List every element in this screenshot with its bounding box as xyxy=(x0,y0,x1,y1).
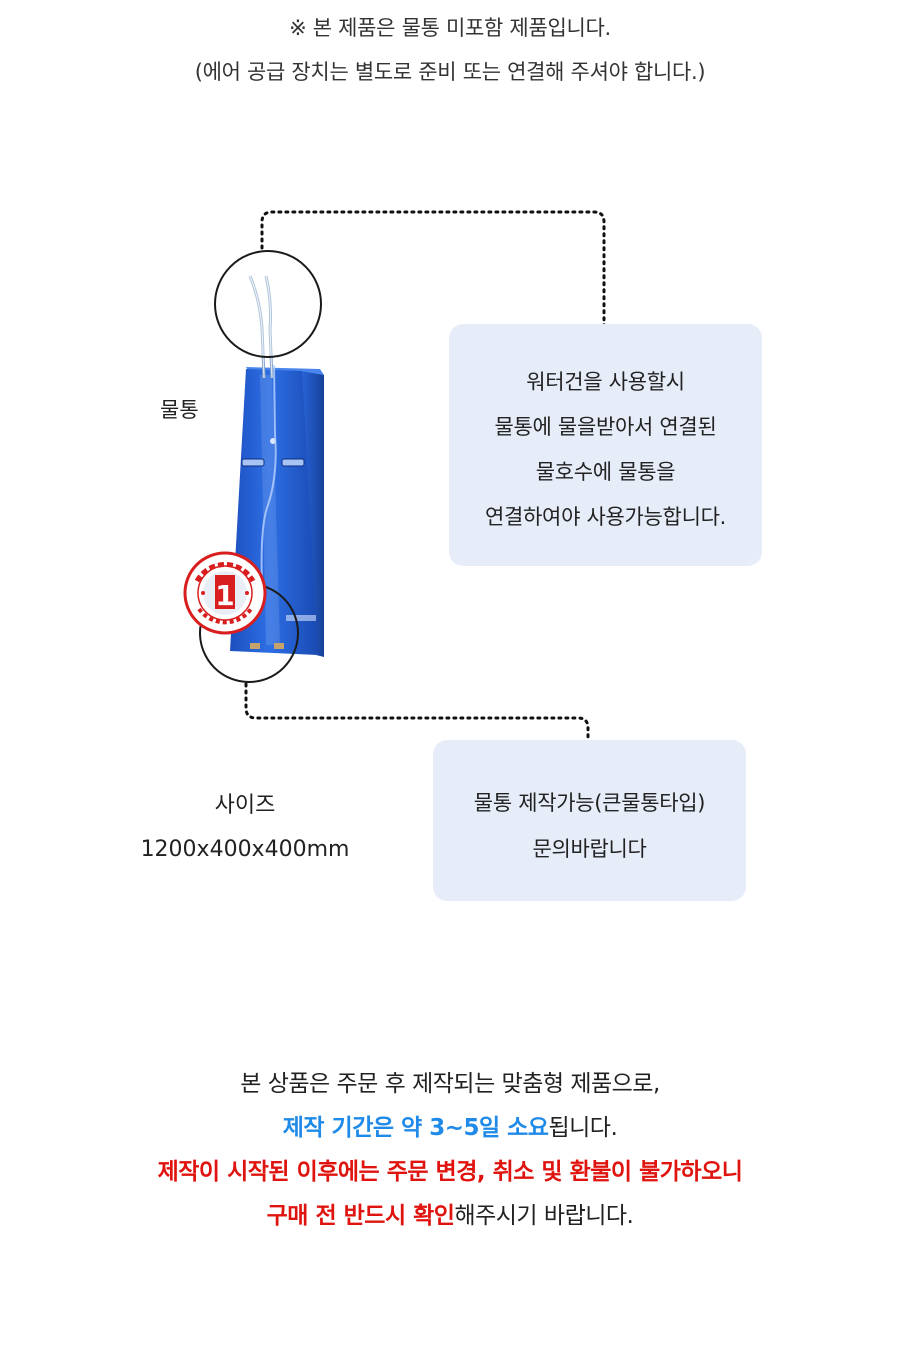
tank-label: 물통 xyxy=(160,398,199,422)
magnifier-circle-top xyxy=(214,250,322,358)
size-value: 1200x400x400mm xyxy=(140,837,350,862)
info-box-water-gun: 워터건을 사용할시 물통에 물을받아서 연결된 물호수에 물통을 연결하여야 사… xyxy=(449,324,762,566)
seal-stamp-icon: 1 xyxy=(183,551,267,635)
info-box-custom-tank: 물통 제작가능(큰물통타입) 문의바랍니다 xyxy=(433,740,746,901)
production-period-highlight: 제작 기간은 약 3~5일 소요 xyxy=(282,1115,549,1141)
info-line: 연결하여야 사용가능합니다. xyxy=(485,505,726,529)
size-label: 사이즈 1200x400x400mm xyxy=(125,784,365,872)
notice-line-1: ※ 본 제품은 물통 미포함 제품입니다. xyxy=(289,16,611,40)
svg-text:1: 1 xyxy=(215,579,234,612)
info-line: 워터건을 사용할시 xyxy=(526,370,685,394)
bottom-notice-line-4: 구매 전 반드시 확인해주시기 바랍니다. xyxy=(0,1196,900,1230)
bottom-notice-line-2-rest: 됩니다. xyxy=(548,1115,618,1141)
size-title: 사이즈 xyxy=(214,793,276,818)
confirm-before-purchase-highlight: 구매 전 반드시 확인 xyxy=(266,1203,455,1229)
info-line: 물통에 물을받아서 연결된 xyxy=(494,415,717,439)
connector-bottom xyxy=(244,682,590,764)
info-line: 문의바랍니다 xyxy=(532,837,647,861)
connector-top xyxy=(260,210,606,342)
bottom-notice-line-1: 본 상품은 주문 후 제작되는 맞춤형 제품으로, xyxy=(240,1071,660,1097)
info-line: 물호수에 물통을 xyxy=(535,460,676,484)
bottom-notice-line-2: 제작 기간은 약 3~5일 소요됩니다. xyxy=(0,1108,900,1142)
info-line: 물통 제작가능(큰물통타입) xyxy=(473,791,706,815)
bottom-notice-line-4-rest: 해주시기 바랍니다. xyxy=(454,1203,634,1229)
bottom-notice-warning: 제작이 시작된 이후에는 주문 변경, 취소 및 환불이 불가하오니 xyxy=(157,1159,743,1185)
notice-line-2: (에어 공급 장치는 별도로 준비 또는 연결해 주셔야 합니다.) xyxy=(194,60,706,84)
